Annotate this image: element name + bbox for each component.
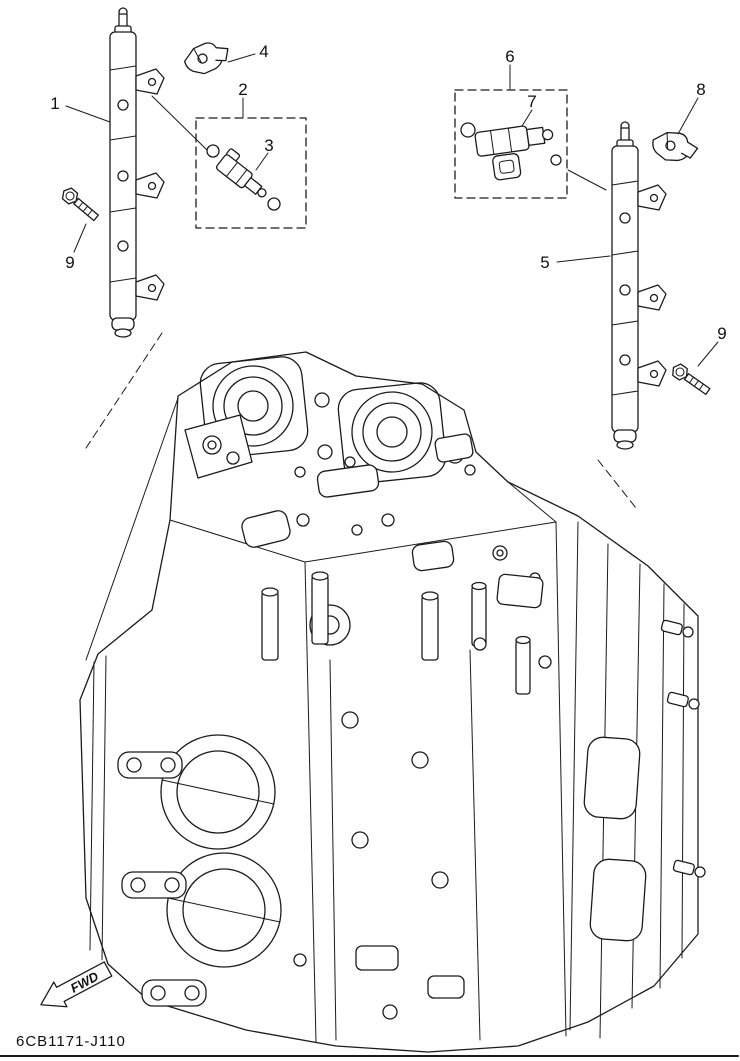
injector-box-right (454, 89, 568, 199)
injector-3 (215, 148, 267, 198)
construction-line-right (597, 459, 637, 509)
injector-box-left (195, 117, 307, 229)
callout-7: 7 (527, 92, 536, 111)
engine-block (79, 351, 706, 1053)
callout-8: 8 (696, 80, 705, 99)
callout-1: 1 (50, 94, 59, 113)
callout-5: 5 (540, 253, 549, 272)
fitting-nipple-1 (660, 619, 694, 638)
fuel-rail-right (611, 121, 667, 450)
fuel-rail-left (109, 7, 165, 338)
bolt-9-left (61, 187, 99, 222)
diagram-code: 6CB1171-J110 (16, 1033, 126, 1050)
callouts: 1 2 3 4 5 6 7 8 9 9 (50, 42, 726, 343)
oring-right-lower (550, 154, 562, 166)
oring-left-upper (206, 144, 220, 158)
rail-clamp-4 (183, 42, 229, 75)
construction-line-left (85, 332, 163, 449)
fwd-arrow: FWD (40, 961, 113, 1008)
oring-right-upper (460, 122, 476, 138)
callout-9-right: 9 (717, 324, 726, 343)
fitting-nipple-3 (672, 859, 706, 878)
callout-6: 6 (505, 47, 514, 66)
callout-9-left: 9 (65, 253, 74, 272)
fitting-nipple-2 (666, 691, 700, 710)
injector-7 (474, 125, 554, 181)
leader-lines (65, 53, 719, 509)
rail-clamp-8 (652, 131, 699, 162)
oring-left-lower (267, 197, 281, 211)
callout-2: 2 (238, 80, 247, 99)
bolt-9-right (672, 363, 711, 396)
callout-3: 3 (264, 136, 273, 155)
callout-4: 4 (259, 42, 268, 61)
